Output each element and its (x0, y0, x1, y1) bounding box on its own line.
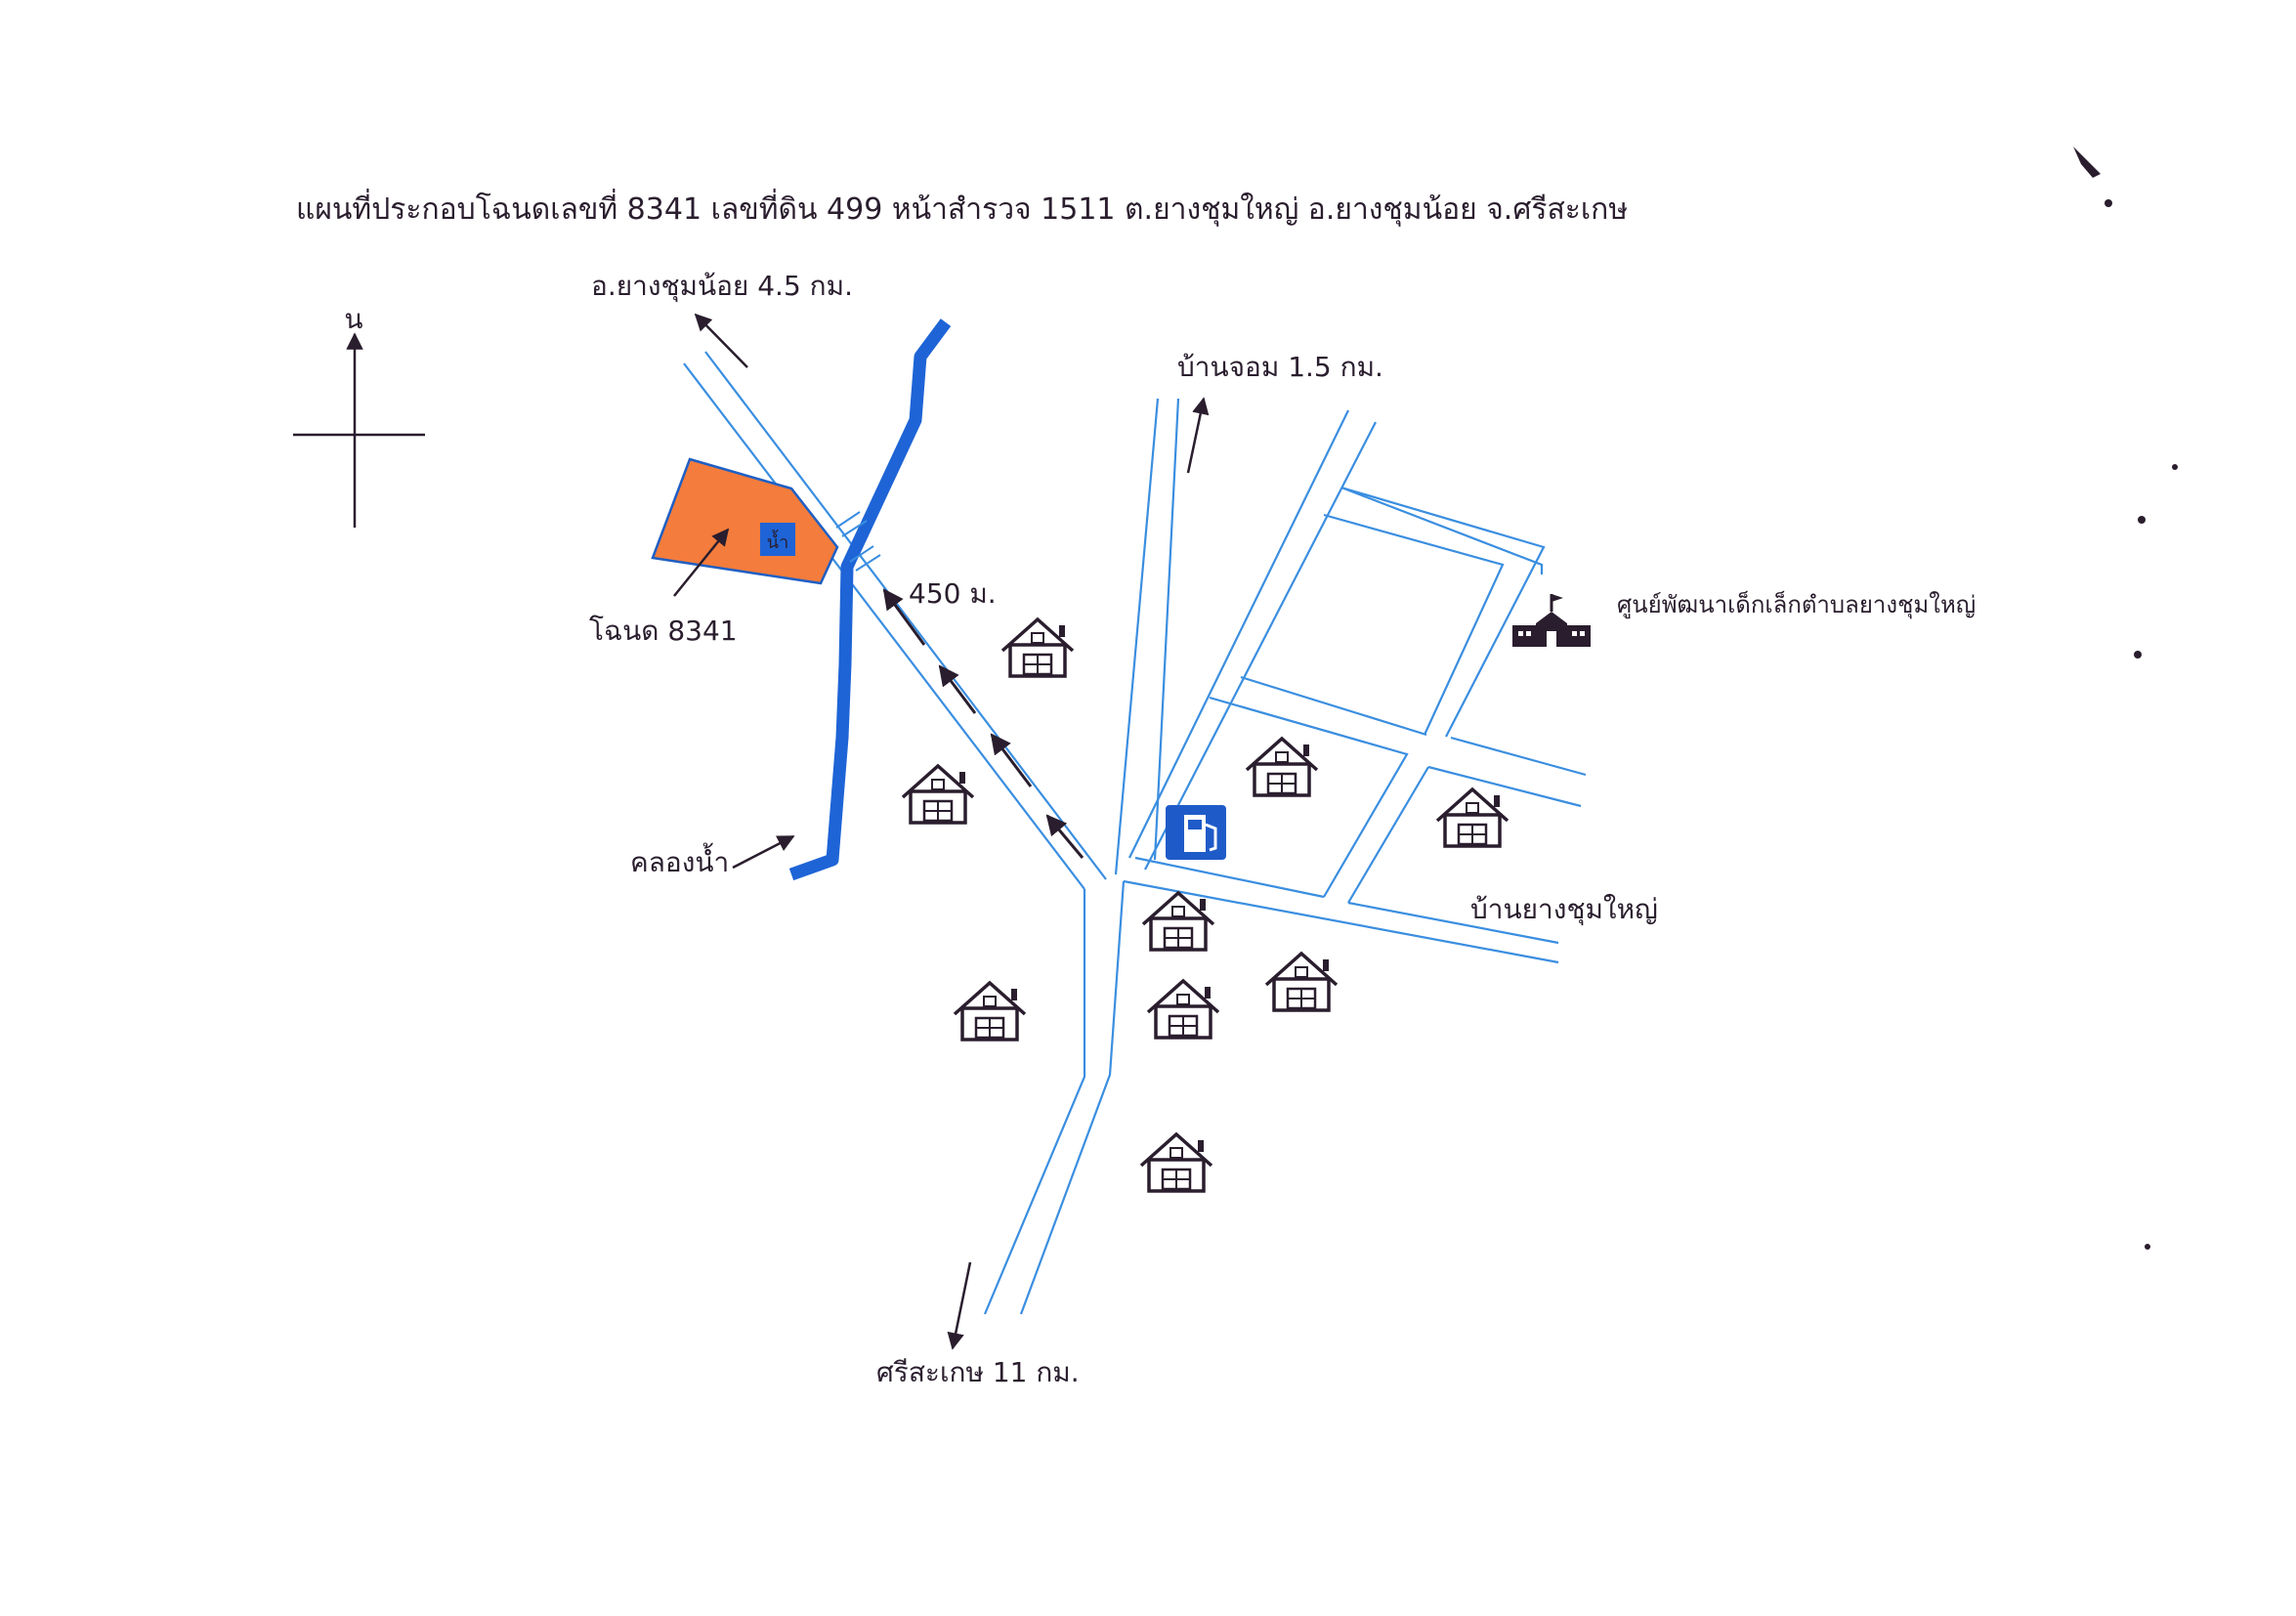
pointer-arrows (673, 313, 1210, 1350)
house-icon (1245, 737, 1319, 797)
house-icon (1141, 891, 1215, 952)
label-to-banjom: บ้านจอม 1.5 กม. (1177, 351, 1383, 383)
house-icon (953, 981, 1027, 1042)
bridge (835, 511, 881, 572)
land-parcel (651, 457, 839, 585)
house-icon (901, 764, 975, 825)
label-canal: คลองน้ำ (630, 842, 729, 878)
house-icon (1000, 617, 1075, 678)
water-marker-label: น้ำ (767, 530, 788, 553)
label-to-yangchumnoi: อ.ยางชุมน้อย 4.5 กม. (591, 270, 853, 303)
house-icon (1139, 1132, 1213, 1193)
school-icon (1512, 594, 1591, 647)
house-icon (1264, 952, 1339, 1012)
north-arrow-icon (293, 332, 425, 528)
label-distance: 450 ม. (909, 577, 997, 610)
scan-marks (2073, 147, 2178, 1250)
label-deed: โฉนด 8341 (589, 615, 738, 647)
label-childcare-center: ศูนย์พัฒนาเด็กเล็กตำบลยางชุมใหญ่ (1617, 590, 1976, 619)
road-network (683, 351, 1587, 1315)
canal (788, 319, 952, 881)
house-icon (1435, 787, 1509, 848)
map-title: แผนที่ประกอบโฉนดเลขที่ 8341 เลขที่ดิน 49… (296, 189, 1628, 228)
route-arrows (882, 588, 1084, 859)
label-to-sisaket: ศรีสะเกษ 11 กม. (876, 1356, 1080, 1388)
house-icon (1146, 979, 1220, 1040)
north-label: น (344, 303, 362, 335)
water-marker (760, 523, 795, 556)
gas-station-icon (1166, 805, 1226, 860)
label-village: บ้านยางชุมใหญ่ (1470, 893, 1658, 926)
